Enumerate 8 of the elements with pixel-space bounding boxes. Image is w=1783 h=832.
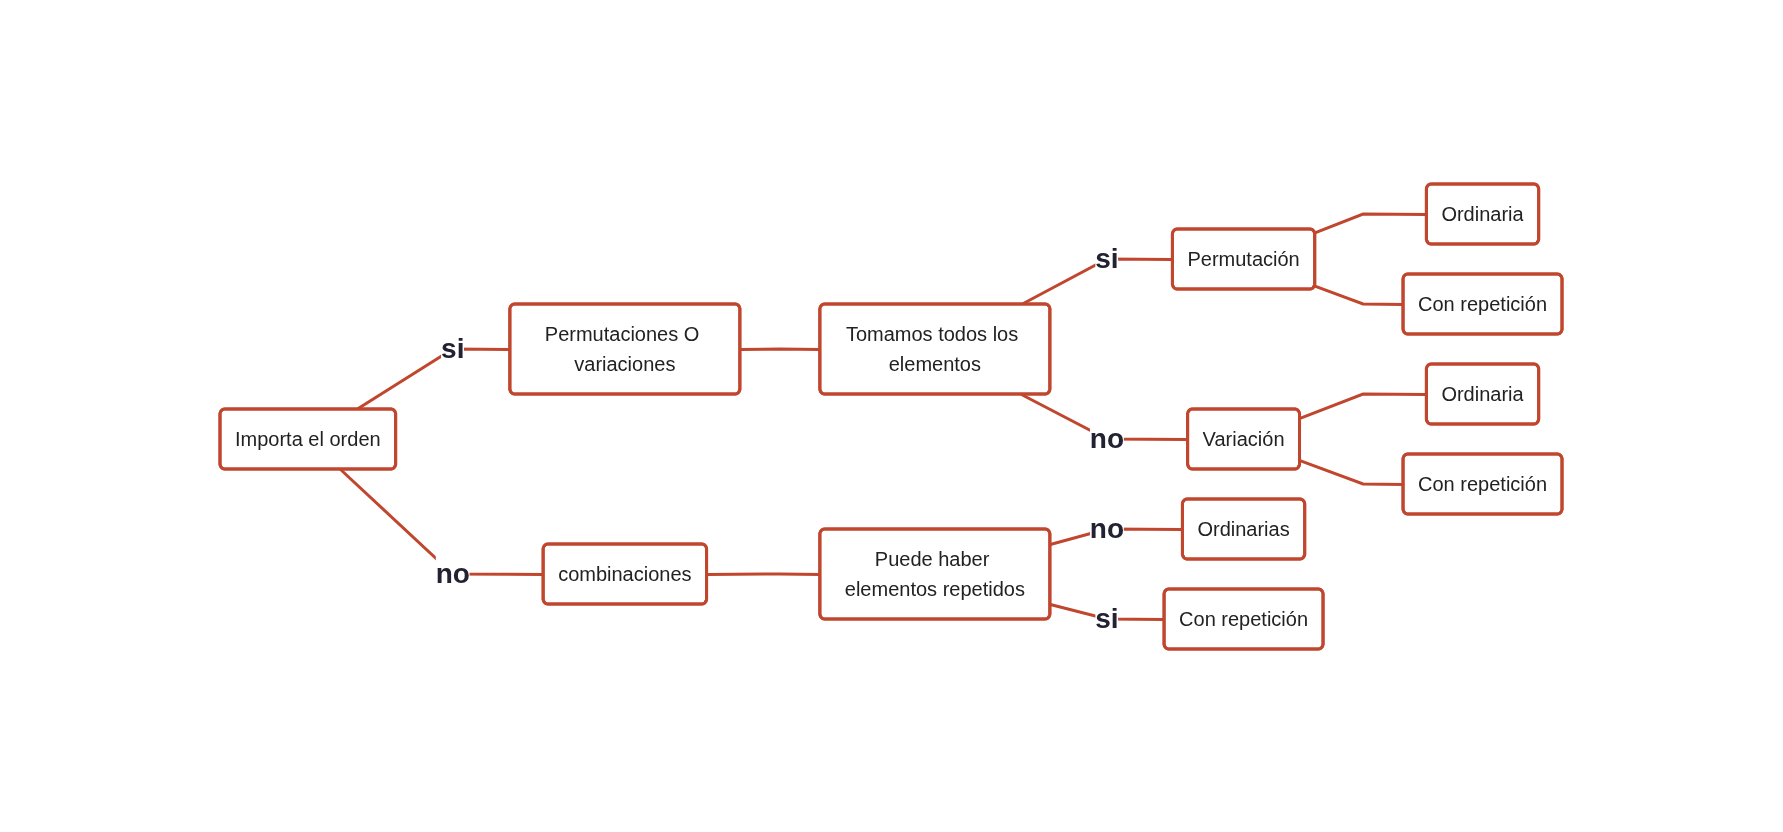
connector bbox=[740, 347, 821, 351]
edge-label: no bbox=[1090, 512, 1125, 544]
edge-label: si bbox=[1095, 602, 1120, 634]
edge-label: si bbox=[441, 332, 465, 364]
edge-label: no bbox=[1090, 422, 1125, 454]
edge-label: no bbox=[436, 557, 471, 589]
edge-label: si bbox=[1095, 242, 1120, 274]
connector bbox=[707, 572, 821, 576]
